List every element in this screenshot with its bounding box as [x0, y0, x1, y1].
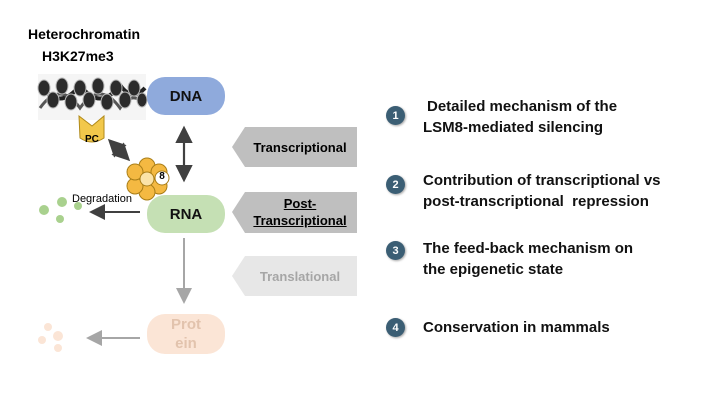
degradation-label: Degradation — [72, 193, 132, 205]
protein-node: Prot ein — [147, 314, 225, 354]
protein-label-line1: Prot — [171, 316, 201, 333]
step-1-line1: Detailed mechanism of the — [427, 98, 618, 115]
pc-label: PC — [85, 134, 99, 145]
protein-label-line2: ein — [175, 335, 197, 352]
dna-node: DNA — [147, 77, 225, 115]
step-4-text: Conservation in mammals — [423, 317, 610, 338]
heterochromatin-title: Heterochromatin — [28, 26, 141, 42]
chromatin-fiber-icon — [37, 74, 148, 120]
pc-lsm-double-arrow — [107, 138, 131, 162]
rna-label: RNA — [169, 205, 203, 223]
post-transcriptional-label: Post- Transcriptional — [244, 195, 356, 229]
lsm8-ring-icon — [126, 157, 170, 201]
step-1-badge: 1 — [386, 106, 405, 125]
h3k27me3-label: H3K27me3 — [42, 48, 114, 64]
step-4-line1: Conservation in mammals — [423, 319, 610, 336]
post-transcriptional-tab — [232, 192, 357, 233]
transcriptional-label: Transcriptional — [253, 140, 347, 155]
step-3-text: The feed-back mechanism on the epigeneti… — [423, 238, 633, 280]
rna-node: RNA — [147, 195, 225, 233]
step-3-line1: The feed-back mechanism on — [423, 240, 634, 257]
step-3-badge: 3 — [386, 241, 405, 260]
lsm8-badge: 8 — [159, 171, 165, 182]
step-2-text: Contribution of transcriptional vs post-… — [423, 170, 661, 212]
protein-fragments-icon — [38, 323, 63, 352]
post-transcriptional-line1: Post- — [283, 196, 317, 211]
pc-complex-icon — [78, 114, 105, 143]
step-2-line2: post-transcriptional repression — [423, 193, 649, 210]
step-3-line2: the epigenetic state — [423, 261, 564, 278]
rna-fragments-icon — [39, 197, 82, 223]
step-2-badge: 2 — [386, 175, 405, 194]
transcriptional-tab — [232, 127, 357, 167]
step-1-line2: LSM8-mediated silencing — [423, 119, 604, 136]
step-4-badge: 4 — [386, 318, 405, 337]
step-2-line1: Contribution of transcriptional vs — [423, 172, 661, 189]
post-transcriptional-line2: Transcriptional — [253, 213, 347, 228]
dna-label: DNA — [169, 87, 203, 105]
translational-label: Translational — [259, 269, 341, 284]
translational-tab — [232, 256, 357, 296]
step-1-text: Detailed mechanism of the LSM8-mediated … — [423, 96, 617, 138]
